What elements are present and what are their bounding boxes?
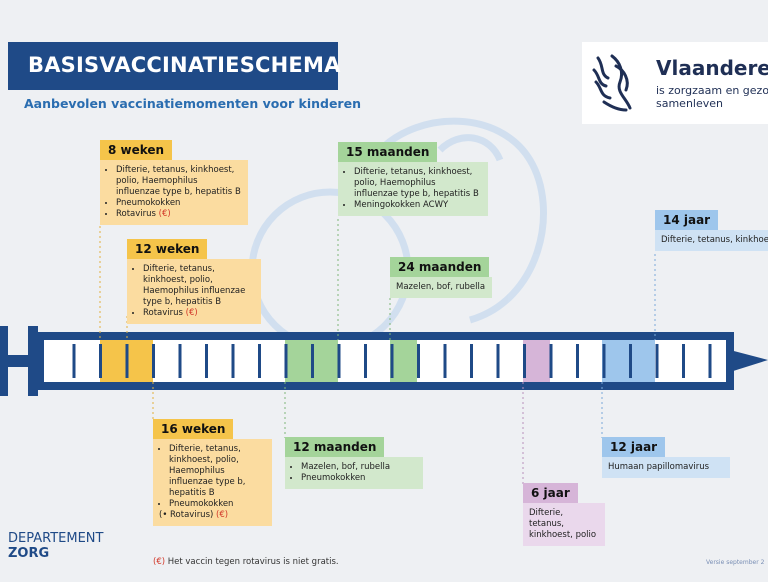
- logo-name: Vlaanderen: [656, 56, 768, 80]
- version-label: Versie september 2: [706, 559, 765, 566]
- footnote: (€) Het vaccin tegen rotavirus is niet g…: [153, 557, 339, 567]
- optional-vaccine: (• Rotavirus) (€): [159, 510, 229, 520]
- vaccine-item: Mazelen, bof, rubella: [301, 462, 417, 473]
- segment-6-years: [523, 340, 550, 382]
- not-free-marker: (€): [185, 308, 198, 318]
- plunger-cap: [0, 326, 8, 396]
- milestone-vaccines: Difterie, tetanus, kinkhoest, polio: [523, 503, 605, 546]
- milestone-12-years: 12 jaar Humaan papillomavirus: [602, 436, 730, 478]
- milestone-vaccines: Difterie, tetanus, kinkhoest, polio, Hae…: [127, 259, 261, 324]
- milestone-14-years: 14 jaar Difterie, tetanus, kinkhoest: [655, 209, 768, 251]
- milestone-label: 12 maanden: [285, 437, 385, 457]
- barrel-tick-marks: [72, 344, 712, 378]
- milestone-16-weeks: 16 weken Difterie, tetanus, kinkhoest, p…: [153, 418, 272, 526]
- vaccine-item: Difterie, tetanus, kinkhoest, polio, Hae…: [354, 167, 482, 200]
- milestone-label: 6 jaar: [523, 483, 578, 503]
- milestone-vaccines: Mazelen, bof, rubella Pneumokokken: [285, 457, 423, 489]
- milestone-label: 24 maanden: [390, 257, 490, 277]
- page-subtitle: Aanbevolen vaccinatiemomenten voor kinde…: [24, 96, 361, 111]
- vaccine-item: Rotavirus (€): [116, 209, 242, 220]
- milestone-24-months: 24 maanden Mazelen, bof, rubella: [390, 256, 492, 298]
- vaccine-item: Difterie, tetanus, kinkhoest, polio, Hae…: [143, 264, 255, 308]
- milestone-label: 12 jaar: [602, 437, 666, 457]
- child-head-right: [377, 117, 547, 324]
- syringe-needle: [730, 350, 768, 372]
- milestone-vaccines: Difterie, tetanus, kinkhoest, polio, Hae…: [153, 439, 272, 526]
- not-free-marker: (€): [158, 209, 171, 219]
- vaccine-item: Meningokokken ACWY: [354, 200, 482, 211]
- vaccine-item: Pneumokokken: [169, 499, 266, 510]
- department-line1: DEPARTEMENT: [8, 531, 104, 546]
- milestone-vaccines: Difterie, tetanus, kinkhoest, polio, Hae…: [100, 160, 248, 225]
- child-hair: [437, 134, 504, 162]
- not-free-marker: (€): [216, 510, 229, 520]
- milestone-vaccines: Humaan papillomavirus: [602, 457, 730, 478]
- page-title: BASISVACCINATIESCHEMA: [28, 53, 341, 77]
- segment-24-months: [390, 340, 417, 382]
- milestone-vaccines: Difterie, tetanus, kinkhoest: [655, 230, 768, 251]
- milestone-label: 8 weken: [100, 140, 173, 160]
- not-free-marker: (€): [153, 557, 166, 567]
- footnote-text: Het vaccin tegen rotavirus is niet grati…: [167, 557, 339, 567]
- milestone-15-months: 15 maanden Difterie, tetanus, kinkhoest,…: [338, 141, 488, 216]
- milestone-12-weeks: 12 weken Difterie, tetanus, kinkhoest, p…: [127, 238, 261, 324]
- title-banner: BASISVACCINATIESCHEMA: [8, 42, 341, 90]
- department-logo: DEPARTEMENT ZORG: [8, 531, 103, 561]
- vlaanderen-logo: Vlaanderen is zorgzaam en gezond samenle…: [582, 42, 768, 124]
- logo-tagline: is zorgzaam en gezond samenleven: [656, 84, 768, 110]
- vaccine-item: Pneumokokken: [301, 473, 417, 484]
- plunger-rod: [8, 355, 28, 367]
- milestone-label: 16 weken: [153, 419, 234, 439]
- milestone-8-weeks: 8 weken Difterie, tetanus, kinkhoest, po…: [100, 139, 248, 225]
- department-line2: ZORG: [8, 546, 50, 561]
- barrel-flange: [28, 326, 38, 396]
- milestone-label: 15 maanden: [338, 142, 438, 162]
- vaccine-item: Difterie, tetanus, kinkhoest, polio, Hae…: [116, 165, 242, 198]
- vaccine-item: Difterie, tetanus, kinkhoest, polio, Hae…: [169, 444, 266, 499]
- flemish-lion-icon: [592, 54, 632, 112]
- milestone-vaccines: Mazelen, bof, rubella: [390, 277, 492, 298]
- milestone-6-years: 6 jaar Difterie, tetanus, kinkhoest, pol…: [523, 482, 605, 546]
- milestone-label: 14 jaar: [655, 210, 719, 230]
- segment-12-14-years: [602, 340, 655, 382]
- milestone-12-months: 12 maanden Mazelen, bof, rubella Pneumok…: [285, 436, 423, 489]
- vaccine-item: Rotavirus (€): [143, 308, 255, 319]
- milestone-vaccines: Difterie, tetanus, kinkhoest, polio, Hae…: [338, 162, 488, 216]
- vaccine-item: Pneumokokken: [116, 198, 242, 209]
- milestone-label: 12 weken: [127, 239, 208, 259]
